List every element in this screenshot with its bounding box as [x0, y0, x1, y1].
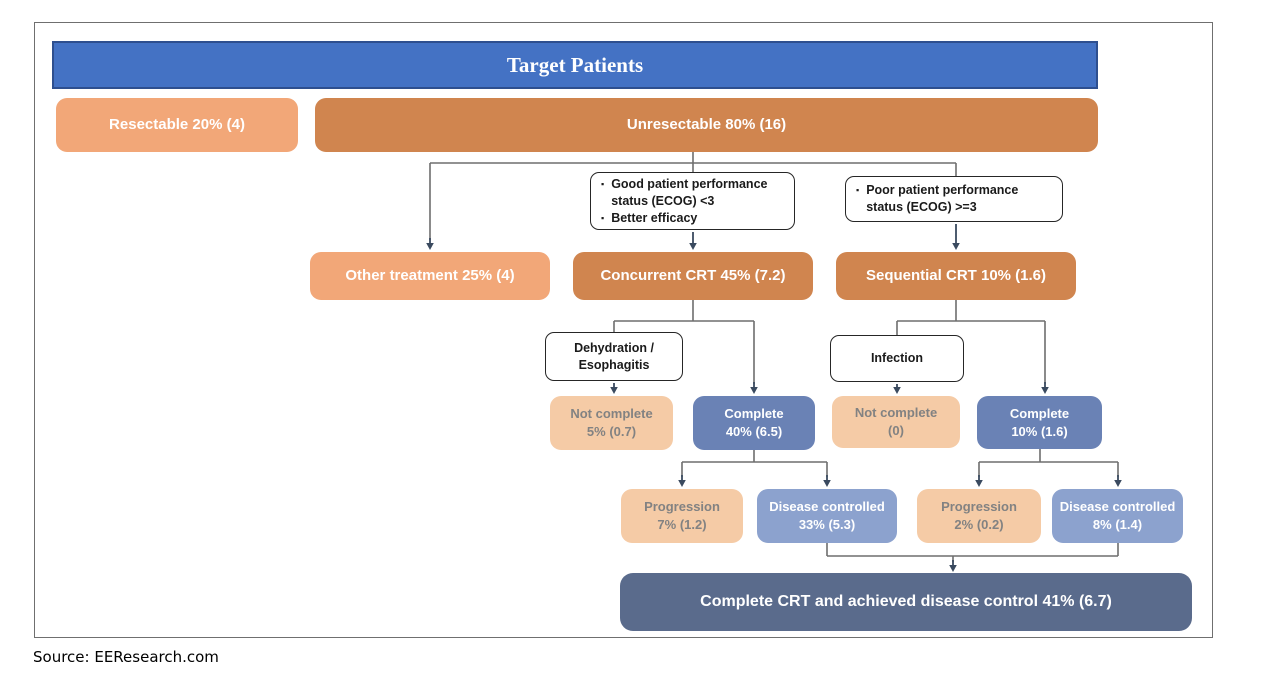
node-sequential-crt: Sequential CRT 10% (1.6) [836, 252, 1076, 300]
node-progression-concurrent: Progression 7% (1.2) [621, 489, 743, 543]
header-title: Target Patients [506, 52, 644, 77]
node-value: 8% (1.4) [1092, 517, 1143, 532]
node-value: (0) [888, 423, 904, 438]
node-disease-controlled-concurrent: Disease controlled 33% (5.3) [757, 489, 897, 543]
note-bullet-item: ▪ Poor patient performance status (ECOG)… [856, 182, 1056, 216]
node-label: Resectable 20% (4) [109, 115, 245, 133]
node-value: 33% (5.3) [798, 517, 856, 532]
node-disease-controlled-sequential: Disease controlled 8% (1.4) [1052, 489, 1183, 543]
node-not-complete-concurrent: Not complete 5% (0.7) [550, 396, 673, 450]
node-label: Progression [941, 499, 1017, 514]
node-value: 40% (6.5) [725, 424, 783, 439]
note-bullet-text: Better efficacy [611, 210, 698, 225]
note-poor-performance: ▪ Poor patient performance status (ECOG)… [845, 176, 1063, 222]
node-concurrent-crt: Concurrent CRT 45% (7.2) [573, 252, 813, 300]
node-resectable: Resectable 20% (4) [56, 98, 298, 152]
note-line: Dehydration / [574, 340, 654, 355]
node-complete-sequential: Complete 10% (1.6) [977, 396, 1102, 449]
node-label: Not complete [854, 405, 938, 420]
note-bullet-text: Poor patient performance status (ECOG) >… [866, 183, 1019, 214]
note-line: Esophagitis [578, 357, 650, 372]
node-value: 10% (1.6) [1011, 423, 1068, 439]
source-caption: Source: EEResearch.com [33, 648, 219, 666]
node-label: Complete CRT and achieved disease contro… [700, 593, 1112, 611]
node-value: 5% (0.7) [586, 424, 637, 439]
node-label: Unresectable 80% (16) [626, 115, 787, 133]
node-label: Sequential CRT 10% (1.6) [865, 266, 1047, 284]
node-complete-concurrent: Complete 40% (6.5) [693, 396, 815, 450]
note-line: Infection [870, 351, 924, 365]
node-label: Other treatment 25% (4) [345, 266, 515, 284]
node-label: Complete [724, 406, 784, 421]
node-label: Complete [1009, 405, 1070, 421]
bullet-icon: ▪ [856, 185, 860, 195]
node-label: Concurrent CRT 45% (7.2) [600, 266, 786, 284]
note-good-performance: ▪ Good patient performance status (ECOG)… [590, 172, 795, 230]
node-other-treatment: Other treatment 25% (4) [310, 252, 550, 300]
note-bullet-item: ▪ Good patient performance status (ECOG)… [601, 176, 788, 210]
node-value: 7% (1.2) [657, 517, 707, 532]
node-outcome: Complete CRT and achieved disease contro… [620, 573, 1192, 631]
note-bullet-text: Good patient performance status (ECOG) <… [611, 176, 768, 208]
note-dehydration-esophagitis: Dehydration / Esophagitis [545, 332, 683, 381]
note-bullet-list: ▪ Poor patient performance status (ECOG)… [846, 180, 1062, 218]
node-unresectable: Unresectable 80% (16) [315, 98, 1098, 152]
note-bullet-list: ▪ Good patient performance status (ECOG)… [591, 174, 794, 229]
source-text: Source: EEResearch.com [33, 648, 219, 666]
bullet-icon: ▪ [601, 212, 605, 223]
bullet-icon: ▪ [601, 178, 605, 189]
node-label: Disease controlled [1059, 499, 1176, 514]
header-target-patients: Target Patients [52, 41, 1098, 89]
node-not-complete-sequential: Not complete (0) [832, 396, 960, 448]
node-label: Disease controlled [769, 499, 885, 514]
note-infection: Infection [830, 335, 964, 382]
node-value: 2% (0.2) [954, 517, 1004, 532]
node-label: Not complete [570, 406, 653, 421]
note-bullet-item: ▪ Better efficacy [601, 210, 788, 227]
node-label: Progression [644, 499, 720, 514]
node-progression-sequential: Progression 2% (0.2) [917, 489, 1041, 543]
